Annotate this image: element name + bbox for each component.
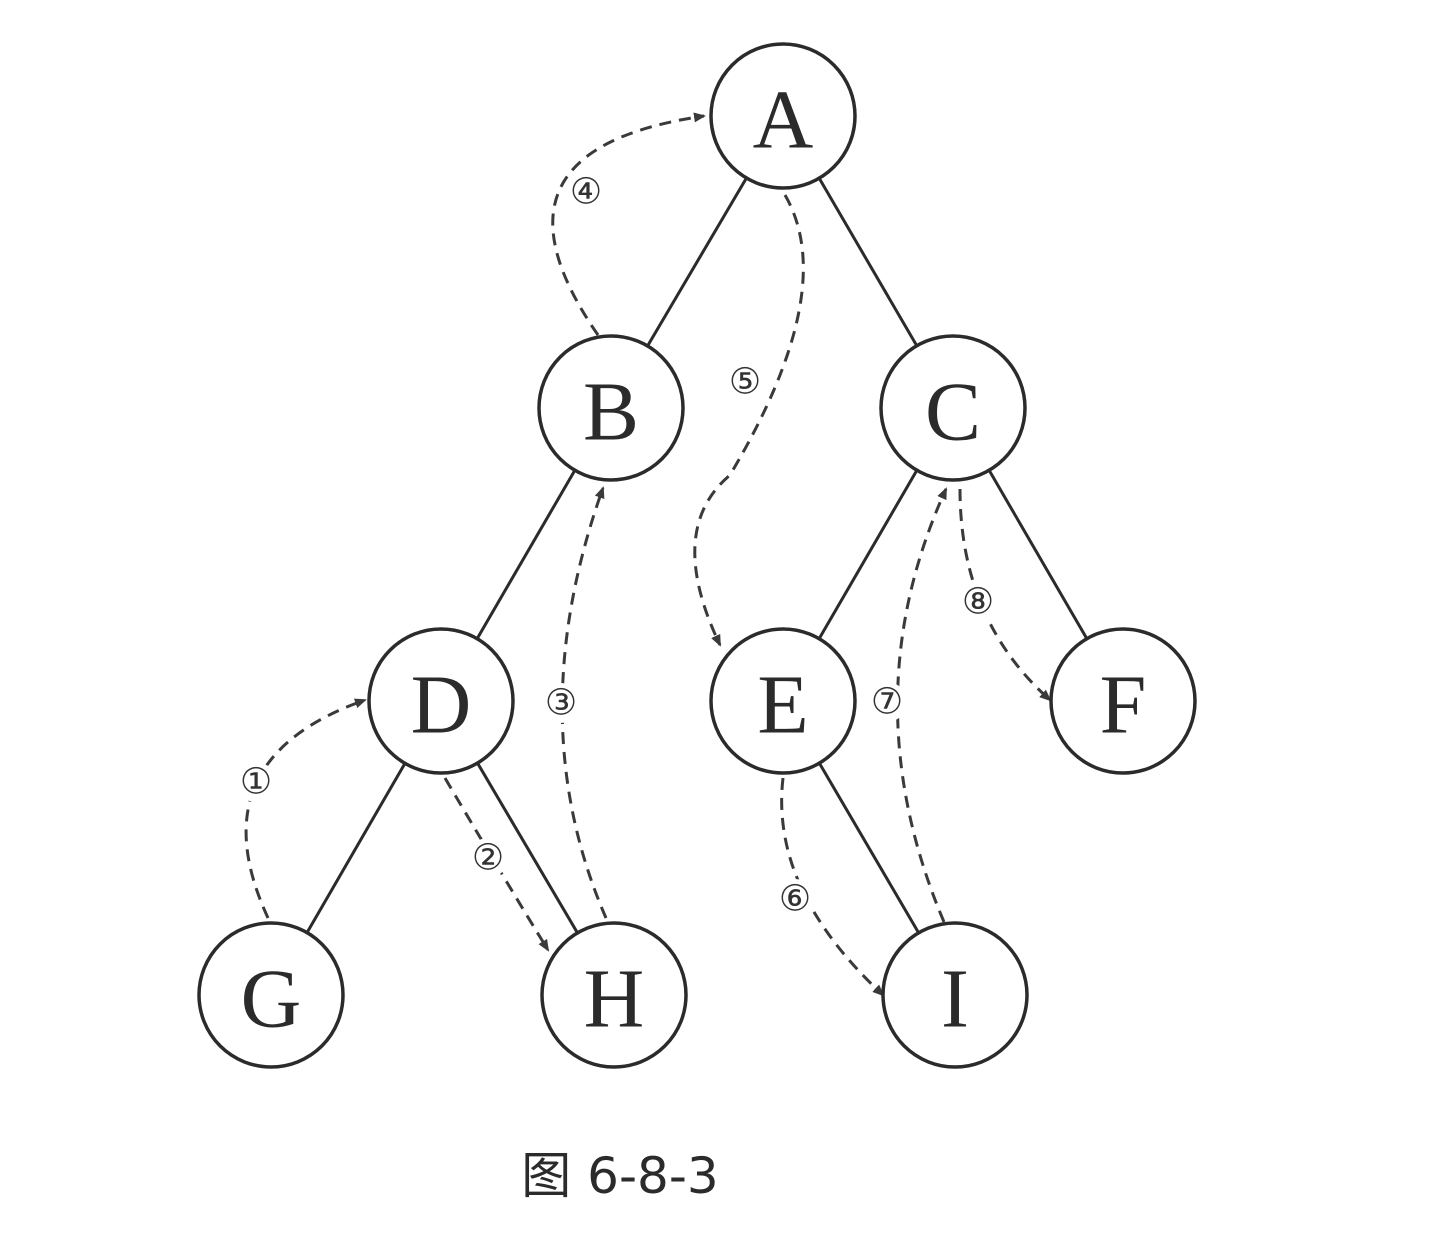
- edge-E-I: [818, 762, 920, 934]
- thread-label-backdrop-8: [958, 582, 998, 622]
- thread-step-label-8: ⑧: [962, 582, 994, 623]
- thread-step-label-4: ④: [570, 172, 602, 213]
- thread-label-backdrop-1: [236, 762, 276, 802]
- thread-arrows: [244, 112, 1052, 997]
- edge-C-F: [987, 469, 1089, 640]
- tree-node-I: I: [881, 921, 1029, 1069]
- thread-step-label-1: ①: [240, 762, 272, 803]
- tree-edges: [305, 177, 1089, 934]
- node-circle-H: [540, 921, 688, 1069]
- tree-nodes: A B C D E F G H I: [197, 42, 1197, 1069]
- thread-step-label-2: ②: [472, 838, 504, 879]
- node-label-H: H: [584, 953, 645, 1046]
- edge-A-C: [817, 177, 919, 347]
- thread-step-label-7: ⑦: [871, 682, 903, 723]
- edge-D-G: [305, 762, 407, 934]
- node-circle-D: [367, 627, 515, 775]
- tree-node-E: E: [709, 627, 857, 775]
- thread-step-label-6: ⑥: [779, 879, 811, 920]
- thread-arrow-G-to-D: [244, 698, 367, 919]
- thread-arrow-A-to-E: [693, 194, 805, 647]
- thread-arrow-B-to-A: [551, 112, 706, 336]
- node-circle-E: [709, 627, 857, 775]
- tree-node-B: B: [537, 334, 685, 482]
- thread-step-label-5: ⑤: [729, 362, 761, 403]
- thread-label-backdrop-5: [725, 362, 765, 402]
- tree-node-A: A: [709, 42, 857, 190]
- tree-node-D: D: [367, 627, 515, 775]
- thread-step-label-3: ③: [545, 683, 577, 724]
- thread-label-backdrop-7: [867, 682, 907, 722]
- node-circle-I: [881, 921, 1029, 1069]
- node-circle-C: [879, 334, 1027, 482]
- node-label-I: I: [941, 953, 969, 1046]
- node-circle-G: [197, 921, 345, 1069]
- tree-node-F: F: [1049, 627, 1197, 775]
- node-label-A: A: [753, 74, 814, 167]
- tree-node-H: H: [540, 921, 688, 1069]
- node-label-F: F: [1100, 659, 1147, 752]
- edge-B-D: [475, 469, 577, 640]
- thread-arrow-E-to-I: [780, 777, 885, 997]
- node-circle-B: [537, 334, 685, 482]
- edge-C-E: [817, 469, 919, 640]
- figure-caption: 图 6-8-3: [521, 1147, 719, 1205]
- node-label-E: E: [757, 659, 808, 752]
- node-circle-F: [1049, 627, 1197, 775]
- thread-label-backdrop-6: [775, 879, 815, 919]
- node-label-G: G: [241, 953, 302, 1046]
- node-circle-A: [709, 42, 857, 190]
- node-label-B: B: [583, 366, 639, 459]
- node-label-D: D: [411, 659, 472, 752]
- edge-A-B: [646, 177, 748, 347]
- tree-node-G: G: [197, 921, 345, 1069]
- thread-label-backdrop-3: [541, 683, 581, 723]
- thread-label-backdrop-2: [468, 838, 508, 878]
- node-label-C: C: [925, 366, 981, 459]
- thread-label-backdrop-4: [566, 172, 606, 212]
- thread-step-labels: ① ② ③ ④ ⑤ ⑥ ⑦ ⑧: [236, 172, 998, 920]
- edge-D-H: [476, 762, 579, 934]
- tree-node-C: C: [879, 334, 1027, 482]
